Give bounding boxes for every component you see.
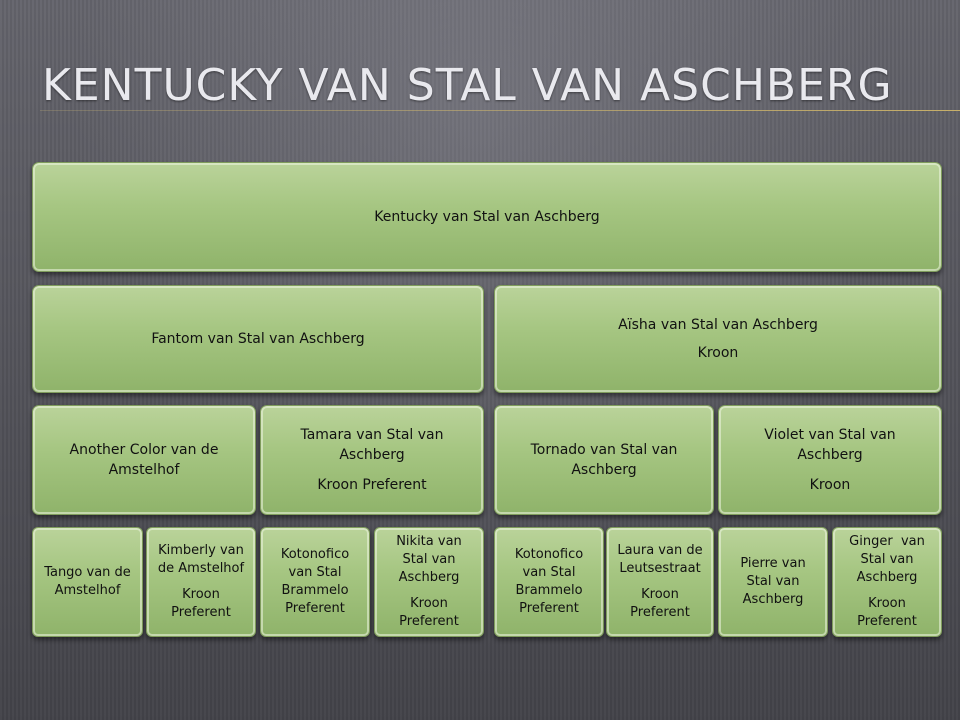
pedigree-node-great-grandparent[interactable]: Kotonofico van Stal Brammelo Preferent bbox=[494, 527, 604, 637]
pedigree-node-great-grandparent[interactable]: Pierre van Stal van Aschberg bbox=[718, 527, 828, 637]
node-name: Kimberly van de Amstelhof bbox=[157, 543, 245, 577]
node-name: Aïsha van Stal van Aschberg bbox=[618, 316, 818, 333]
pedigree-node-grandparent[interactable]: Tamara van Stal van Aschberg Kroon Prefe… bbox=[260, 405, 484, 515]
node-name: Tamara van Stal van Aschberg bbox=[300, 427, 444, 464]
node-name: Another Color van de Amstelhof bbox=[69, 441, 219, 478]
node-name: Fantom van Stal van Aschberg bbox=[151, 330, 365, 347]
node-predicate: Kroon Preferent bbox=[399, 595, 459, 629]
node-predicate: Kroon bbox=[809, 476, 851, 493]
pedigree-node-great-grandparent[interactable]: Kimberly van de Amstelhof Kroon Preferen… bbox=[146, 527, 256, 637]
pedigree-node-great-grandparent[interactable]: Kotonofico van Stal Brammelo Preferent bbox=[260, 527, 370, 637]
node-predicate: Kroon Preferent bbox=[630, 586, 690, 620]
node-name: Tango van de Amstelhof bbox=[44, 564, 131, 598]
node-name: Tornado van Stal van Aschberg bbox=[530, 441, 678, 478]
title-underline bbox=[40, 110, 960, 111]
node-predicate: Kroon Preferent bbox=[317, 476, 427, 493]
node-name: Kotonofico van Stal Brammelo Preferent bbox=[280, 546, 350, 617]
node-name: Violet van Stal van Aschberg bbox=[764, 427, 896, 464]
pedigree-node-great-grandparent[interactable]: Nikita van Stal van Aschberg Kroon Prefe… bbox=[374, 527, 484, 637]
pedigree-node-grandparent[interactable]: Violet van Stal van Aschberg Kroon bbox=[718, 405, 942, 515]
node-name: Kentucky van Stal van Aschberg bbox=[374, 208, 600, 225]
node-name: Kotonofico van Stal Brammelo Preferent bbox=[514, 546, 584, 617]
node-name: Nikita van Stal van Aschberg bbox=[396, 534, 462, 586]
pedigree-node-dam[interactable]: Aïsha van Stal van Aschberg Kroon bbox=[494, 285, 942, 393]
node-name: Ginger van Stal van Aschberg bbox=[849, 534, 929, 586]
pedigree-node-great-grandparent[interactable]: Ginger van Stal van Aschberg Kroon Prefe… bbox=[832, 527, 942, 637]
pedigree-node-sire[interactable]: Fantom van Stal van Aschberg bbox=[32, 285, 484, 393]
node-name: Pierre van Stal van Aschberg bbox=[740, 555, 806, 608]
pedigree-node-great-grandparent[interactable]: Laura van de Leutsestraat Kroon Preferen… bbox=[606, 527, 714, 637]
node-name: Laura van de Leutsestraat bbox=[617, 543, 703, 577]
node-predicate: Kroon Preferent bbox=[171, 586, 231, 620]
pedigree-node-root[interactable]: Kentucky van Stal van Aschberg bbox=[32, 162, 942, 272]
pedigree-node-grandparent[interactable]: Another Color van de Amstelhof bbox=[32, 405, 256, 515]
pedigree-node-great-grandparent[interactable]: Tango van de Amstelhof bbox=[32, 527, 143, 637]
slide-title: KENTUCKY VAN STAL VAN ASCHBERG bbox=[42, 60, 893, 111]
pedigree-node-grandparent[interactable]: Tornado van Stal van Aschberg bbox=[494, 405, 714, 515]
node-predicate: Kroon bbox=[697, 345, 739, 361]
node-predicate: Kroon Preferent bbox=[857, 595, 917, 629]
